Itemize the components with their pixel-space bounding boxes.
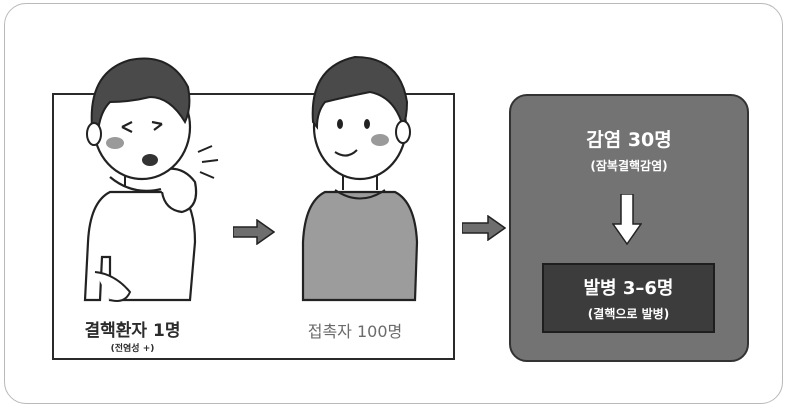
infection-subtitle: (잠복결핵감염)	[590, 159, 668, 173]
disease-subtitle: (결핵으로 발병)	[587, 307, 670, 321]
disease-box: 발병 3–6명 (결핵으로 발병)	[542, 263, 715, 333]
contact-label: 접촉자 100명	[307, 322, 403, 341]
arrow-down-icon	[611, 193, 643, 250]
patient-figure	[70, 42, 230, 307]
disease-title: 발병 3–6명	[583, 278, 674, 299]
patient-contagious-note: (전염성 +)	[110, 344, 155, 354]
contact-figure	[295, 42, 440, 307]
arrow-right-icon	[461, 214, 507, 245]
arrow-right-icon	[232, 218, 276, 249]
infection-title: 감염 30명	[586, 129, 672, 151]
patient-label: 결핵환자 1명	[84, 321, 181, 341]
infection-box: 감염 30명 (잠복결핵감염) 발병 3–6명 (결핵으로 발병)	[509, 94, 749, 362]
